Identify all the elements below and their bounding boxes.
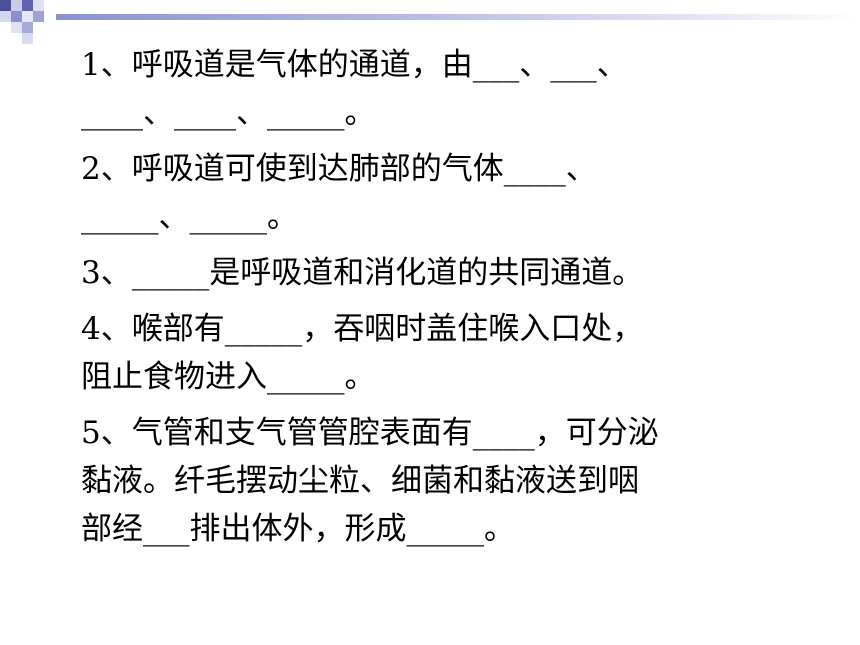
- question-3-line-1: 3、_____是呼吸道和消化道的共同通道。: [81, 255, 644, 291]
- question-4: 4、喉部有_____，吞咽时盖住喉入口处， 阻止食物进入_____。: [81, 305, 821, 401]
- question-5-line-1: 5、气管和支气管管腔表面有____，可分泌: [81, 415, 659, 451]
- question-2-line-2: _____、_____。: [81, 199, 298, 235]
- question-4-line-2: 阻止食物进入_____。: [81, 359, 376, 395]
- question-list: 1、呼吸道是气体的通道，由___、___、 ____、____、_____。 2、…: [81, 41, 821, 561]
- question-5-line-3: 部经___排出体外，形成_____。: [81, 511, 515, 547]
- question-2: 2、呼吸道可使到达肺部的气体____、 _____、_____。: [81, 145, 821, 241]
- corner-decoration: [0, 0, 60, 48]
- question-1-line-1: 1、呼吸道是气体的通道，由___、___、: [81, 47, 628, 83]
- header-bar: [56, 14, 860, 20]
- question-3: 3、_____是呼吸道和消化道的共同通道。: [81, 249, 821, 297]
- question-4-line-1: 4、喉部有_____，吞咽时盖住喉入口处，: [81, 311, 644, 347]
- question-5: 5、气管和支气管管腔表面有____，可分泌黏液。纤毛摆动尘粒、细菌和黏液送到咽部…: [81, 409, 821, 553]
- question-2-line-1: 2、呼吸道可使到达肺部的气体____、: [81, 151, 597, 187]
- question-5-line-2: 黏液。纤毛摆动尘粒、细菌和黏液送到咽: [81, 463, 639, 499]
- question-1-line-2: ____、____、_____。: [81, 95, 376, 131]
- question-1: 1、呼吸道是气体的通道，由___、___、 ____、____、_____。: [81, 41, 821, 137]
